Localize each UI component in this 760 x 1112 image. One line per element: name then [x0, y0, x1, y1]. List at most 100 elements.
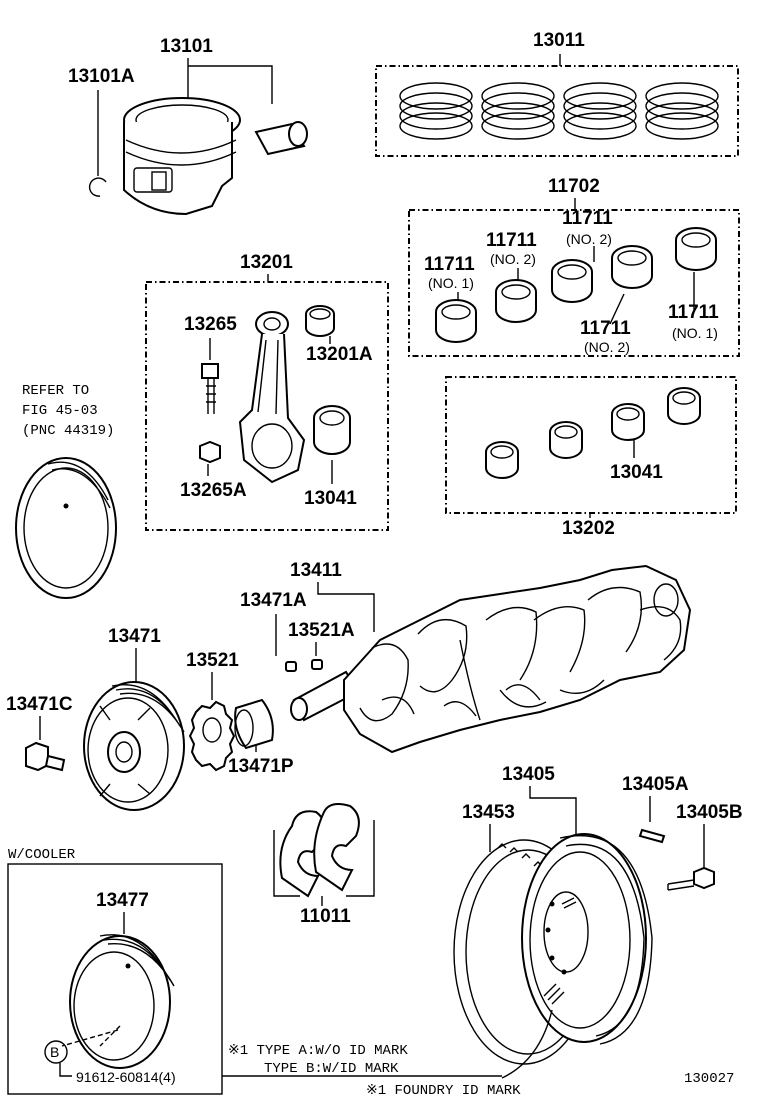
ring-set-13011 [399, 82, 719, 140]
label-11711-right-no: (NO. 1) [672, 325, 718, 341]
label-11711-mid: 11711 [486, 230, 537, 251]
callout-b-letter: B [50, 1044, 59, 1060]
key-13521a [311, 659, 323, 670]
snap-ring-13101a [88, 177, 107, 197]
leader-callout-b [59, 1063, 72, 1077]
label-11711-top-no: (NO. 2) [566, 231, 612, 247]
leader-foundry [501, 1009, 553, 1079]
leader-13405 [529, 786, 577, 834]
leader-13411 [317, 582, 375, 632]
rod-bearing-shell-1 [485, 441, 519, 479]
pulley-bolt-13471c [25, 741, 66, 772]
label-11711-left-no: (NO. 1) [428, 275, 474, 291]
rod-bolt-13265 [201, 363, 219, 414]
label-11711-top: 11711 [562, 208, 613, 229]
timing-gear-13521 [188, 700, 236, 772]
ring-set-box [375, 65, 739, 157]
connecting-rod-13201 [238, 311, 306, 484]
pulley-reference [15, 457, 117, 599]
label-11711-bottom-no: (NO. 2) [584, 339, 630, 355]
label-91612: 91612-60814(4) [76, 1069, 176, 1085]
rod-nut-13265a [199, 440, 221, 464]
main-bearing-box [408, 209, 740, 357]
label-13265a: 13265A [180, 480, 247, 501]
callout-b: B [44, 1040, 68, 1064]
connecting-rod-box [145, 281, 389, 531]
damper-group: 13471 13471C 13521 13471P [6, 626, 294, 811]
main-bearing-shell-1 [435, 299, 477, 343]
rod-bearing-set-box [445, 376, 737, 514]
figure-number: 130027 [684, 1071, 734, 1087]
label-11702: 11702 [548, 176, 600, 197]
rod-bearing-shell-4 [667, 387, 701, 425]
label-11711-right: 11711 [668, 302, 719, 323]
piston-group: 13101 13101A [68, 36, 308, 216]
label-13202: 13202 [562, 518, 615, 539]
label-13471c: 13471C [6, 694, 73, 715]
dash-leader-bolt [61, 1025, 121, 1047]
label-11711-left: 11711 [424, 254, 475, 275]
cooler-group: W/COOLER 13477 B 91612-60814(4) [7, 847, 502, 1095]
rod-bearing-shell-3 [611, 403, 645, 441]
main-bearing-shell-2 [495, 279, 537, 323]
label-13471: 13471 [108, 626, 161, 647]
refer-line-1: REFER TO [22, 383, 89, 399]
label-13265: 13265 [184, 314, 237, 335]
note-type-b: TYPE B:W/ID MARK [264, 1061, 399, 1077]
refer-line-2: FIG 45-03 [22, 403, 98, 419]
bracket-11011 [273, 820, 375, 897]
label-13041-bearing: 13041 [610, 462, 663, 483]
note-type-a: ※1 TYPE A:W/O ID MARK [228, 1043, 408, 1059]
label-13411: 13411 [290, 560, 342, 581]
main-bearing-group: 11702 11711 (NO. 2) 11711 (NO. 2) 11711 … [408, 176, 740, 357]
rod-bearing-13041 [313, 405, 351, 455]
label-13477: 13477 [96, 890, 149, 911]
cooler-box [7, 863, 223, 1095]
label-13011: 13011 [533, 30, 585, 51]
notes-group: ※1 TYPE A:W/O ID MARK TYPE B:W/ID MARK ※… [228, 1043, 734, 1099]
pulley-13477 [69, 934, 175, 1069]
label-13405a: 13405A [622, 774, 689, 795]
leader-13101 [187, 58, 273, 104]
thrust-washer-11011 [279, 803, 360, 898]
main-bearing-shell-3 [551, 259, 593, 303]
label-13453: 13453 [462, 802, 515, 823]
ring-set-group: 13011 [375, 30, 739, 157]
refer-line-3: (PNC 44319) [22, 423, 114, 439]
piston-13101 [123, 97, 241, 216]
rod-bearing-set-group: 13041 13202 [445, 376, 737, 539]
label-13101: 13101 [160, 36, 213, 57]
main-bearing-shell-4 [611, 245, 653, 289]
label-13405: 13405 [502, 764, 555, 785]
main-bearing-shell-5 [675, 227, 717, 271]
label-13405b: 13405B [676, 802, 743, 823]
label-11711-bottom: 11711 [580, 318, 631, 339]
label-13471a: 13471A [240, 590, 307, 611]
small-end-bushing-13201a [305, 305, 335, 337]
label-13521: 13521 [186, 650, 239, 671]
label-13521a: 13521A [288, 620, 355, 641]
crankshaft-group: 13411 13471A 13521A [240, 560, 692, 754]
note-w-cooler: W/COOLER [8, 847, 76, 863]
label-13201a: 13201A [306, 344, 373, 365]
label-13101a: 13101A [68, 66, 135, 87]
rod-bearing-shell-2 [549, 421, 583, 459]
piston-pin [254, 121, 308, 156]
dowel-pin-13405a [638, 828, 666, 844]
label-13201: 13201 [240, 252, 293, 273]
flywheel-group: 13405 13453 13405A 13405B [453, 764, 743, 1079]
label-13041-rod: 13041 [304, 488, 357, 509]
spacer-13471p [234, 698, 274, 750]
label-13471p: 13471P [228, 756, 294, 777]
thrust-washer-group: 11011 [273, 803, 375, 927]
label-11011: 11011 [300, 906, 351, 927]
flywheel-13405 [521, 833, 653, 1045]
key-13471a [285, 661, 297, 672]
note-foundry: ※1 FOUNDRY ID MARK [366, 1083, 521, 1099]
crankshaft-13411 [290, 564, 692, 754]
refer-group: REFER TO FIG 45-03 (PNC 44319) [15, 383, 117, 599]
label-11711-mid-no: (NO. 2) [490, 251, 536, 267]
connecting-rod-group: 13201 13265 13201A 13265A 13041 [145, 252, 389, 531]
flywheel-bolt-13405b [667, 866, 715, 891]
